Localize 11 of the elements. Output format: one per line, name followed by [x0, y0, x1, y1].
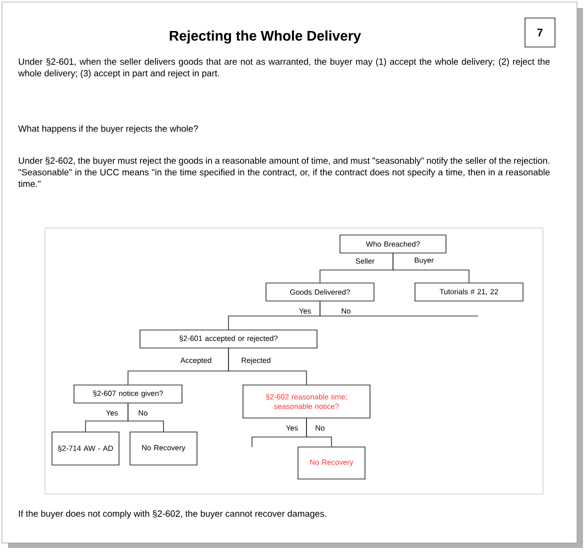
paragraph: Under §2-602, the buyer must reject the goods in a reasonable amount of time, and must "seasonably" notify the seller of the rejection. "Seasonable" in the UCC means "in the time specified in the contract, or, if the contract does not specify a time, then in a reasonable time."	[18, 157, 550, 187]
page-number-box: 7	[524, 18, 556, 48]
branch-line	[128, 402, 164, 432]
paragraph: If the buyer does not comply with §2-602, the buyer cannot recover damages.	[19, 510, 326, 519]
paragraph: What happens if the buyer rejects the whole?	[18, 125, 198, 134]
branch-line	[306, 418, 332, 447]
branch-line	[320, 300, 478, 316]
branch-line	[392, 252, 470, 283]
branch-line	[228, 348, 307, 385]
title: Rejecting the Whole Delivery	[170, 30, 361, 44]
paragraph: Under §2-601, when the seller delivers goods that are not as warranted, the buyer may (1) accept the whole delivery; (2) reject the whole delivery; (3) accept in part and reject in part.	[18, 58, 550, 78]
